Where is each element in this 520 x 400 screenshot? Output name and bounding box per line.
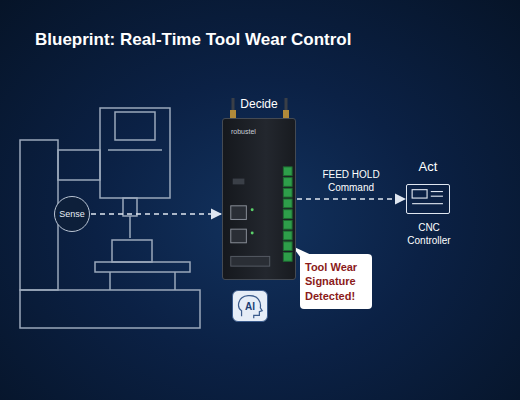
cnc-machine <box>20 108 200 328</box>
cnc-controller: ActCNC Controller <box>406 184 450 214</box>
node-heading: Act <box>377 159 479 174</box>
ai-badge: AI <box>232 290 268 322</box>
edge-gateway: Deciderobustel <box>222 118 296 280</box>
node-text: Sense <box>59 209 85 219</box>
antenna-base <box>283 110 289 118</box>
node-text: Tool Wear Signature Detected! <box>305 260 367 303</box>
node-heading: Decide <box>203 97 315 111</box>
sensor-circle: Sense <box>54 196 90 232</box>
alert-callout: Tool Wear Signature Detected! <box>300 254 372 309</box>
dashed-connector <box>91 213 221 215</box>
gateway-ports <box>223 119 295 279</box>
controller-icon <box>407 185 449 213</box>
dashed-connector <box>297 198 405 200</box>
node-text: AI <box>245 301 255 312</box>
diagram-title: Blueprint: Real-Time Tool Wear Control <box>35 30 351 50</box>
antenna-base <box>230 110 236 118</box>
node-text: CNC Controller <box>399 221 459 247</box>
brand-logo: robustel <box>231 128 256 135</box>
connector-label: FEED HOLD Command <box>316 168 386 194</box>
